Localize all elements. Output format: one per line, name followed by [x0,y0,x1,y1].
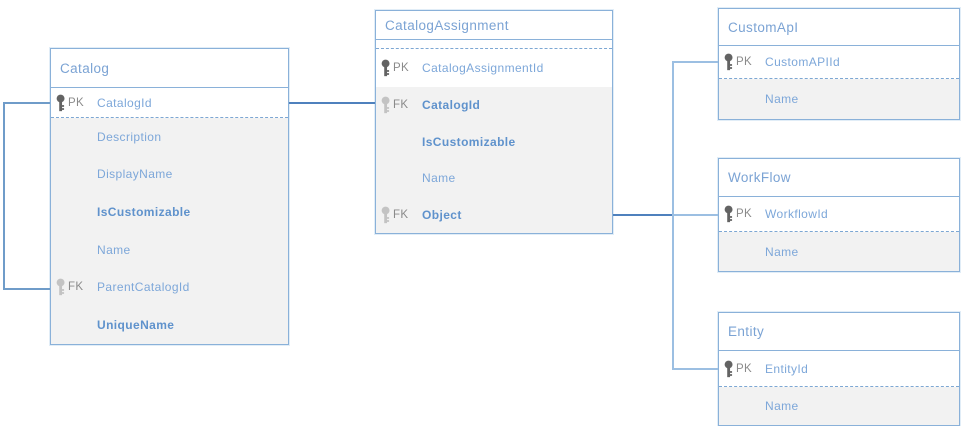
fk-key-indicator: FK [381,206,408,224]
field-name: Name [97,242,131,257]
key-icon [724,360,733,377]
table-row-description[interactable]: Description [51,118,288,156]
connector-line-branch-to-workflow [672,214,718,216]
field-name: WorkflowId [765,207,829,221]
table-row-name[interactable]: Name [719,232,959,271]
table-row-name[interactable]: Name [719,387,959,425]
field-name: CustomAPIId [765,55,841,69]
table-row-customapiid[interactable]: PK CustomAPIId [719,46,959,79]
fk-key-indicator: FK [381,96,408,114]
table-row-uniquename[interactable]: UniqueName [51,305,288,344]
table-title[interactable]: CatalogAssignment [376,11,612,40]
connector-line-catalog-self-loop-top [3,102,50,104]
connector-line-branch-to-entity [672,368,718,370]
table-row-catalogassignmentid[interactable]: PK CatalogAssignmentId [376,49,612,87]
connector-line-branch-to-customapi [672,61,718,63]
key-type-label: PK [736,362,752,375]
table-row-catalogid[interactable]: PK CatalogId [51,88,288,118]
connector-line-catalog-self-loop-bottom [3,288,50,290]
table-row-workflowid[interactable]: PK WorkflowId [719,197,959,232]
table-row-entityid[interactable]: PK EntityId [719,351,959,387]
key-icon [381,206,390,223]
key-type-label: PK [736,56,752,68]
field-name: CatalogAssignmentId [422,61,544,75]
field-name: Name [422,171,456,186]
table-row-iscustomizable[interactable]: IsCustomizable [376,123,612,160]
table-row-name[interactable]: Name [719,79,959,119]
table-title[interactable]: WorkFlow [719,159,959,197]
pk-key-indicator: PK [381,59,409,77]
pk-key-indicator: PK [724,360,752,378]
field-name: IsCustomizable [97,204,191,219]
table-title[interactable]: CustomApI [719,9,959,46]
key-type-label: FK [68,281,84,294]
key-icon [381,96,390,114]
field-name: CatalogId [97,95,152,110]
field-name: CatalogId [422,98,481,113]
table-row-displayname[interactable]: DisplayName [51,155,288,194]
key-type-label: FK [393,99,409,112]
pk-key-indicator: PK [56,94,84,112]
table-row-iscustomizable[interactable]: IsCustomizable [51,193,288,231]
field-name: IsCustomizable [422,134,516,149]
field-name: EntityId [765,361,809,376]
key-icon [381,59,390,77]
table-row-object[interactable]: FK Object [376,196,612,233]
key-type-label: PK [393,62,409,74]
field-name: UniqueName [97,317,175,332]
table-row-name[interactable]: Name [51,230,288,269]
connector-line-catalog-to-catalogassignment [289,102,375,104]
key-icon [724,205,733,223]
connector-line-catalog-self-loop-vertical [3,102,5,289]
table-row-name[interactable]: Name [376,160,612,197]
key-type-label: PK [68,96,84,109]
fk-key-indicator: FK [56,278,83,296]
table-title[interactable]: Entity [719,313,959,351]
pk-key-indicator: PK [724,53,752,71]
table-row-catalogid[interactable]: FK CatalogId [376,87,612,124]
key-type-label: FK [393,208,409,221]
table-row-parentcatalogid[interactable]: FK ParentCatalogId [51,268,288,306]
field-name: ParentCatalogId [97,280,190,295]
field-name: Name [765,244,799,259]
connector-line-catalogassignment-to-trunk [613,214,672,216]
field-name: DisplayName [97,167,173,182]
field-name: Name [765,399,799,413]
field-name: Object [422,207,462,222]
key-icon [56,94,65,111]
field-name: Name [765,92,799,106]
key-section-divider [376,40,612,49]
key-type-label: PK [736,208,752,220]
key-icon [724,53,733,71]
key-icon [56,278,65,296]
table-title[interactable]: Catalog [51,49,288,88]
pk-key-indicator: PK [724,205,752,223]
field-name: Description [97,129,162,144]
